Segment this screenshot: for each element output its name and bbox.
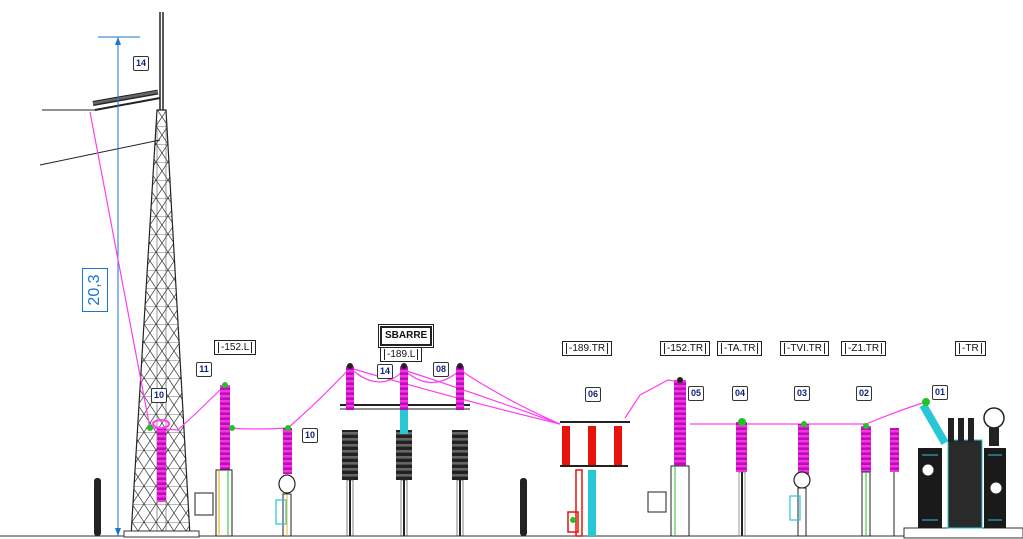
height-dimension-label: 20,3	[82, 268, 108, 312]
equipment-tag: -152.L	[214, 340, 257, 355]
bay-number: 02	[856, 386, 872, 401]
equipment-tag: -189.L	[380, 347, 423, 362]
bay-number: 05	[688, 386, 704, 401]
bay-number: 10	[151, 388, 167, 403]
line-current-transformer	[275, 425, 296, 537]
line-surge-arrester	[147, 419, 170, 502]
bay-number: 03	[794, 386, 810, 401]
lightning-rod-post	[520, 478, 527, 536]
busbar-label: SBARRE	[377, 324, 435, 348]
lightning-rod-post	[94, 478, 101, 536]
equipment-tag: -189.TR	[562, 341, 613, 356]
bay-number: 14	[133, 56, 149, 71]
transformer-disconnector	[560, 421, 630, 537]
transformer-current-transformer	[736, 418, 747, 537]
bay-number: 14	[377, 364, 393, 379]
bay-number: 06	[585, 387, 601, 402]
conductors	[89, 111, 927, 431]
busbar-gantry	[340, 363, 470, 537]
bay-number: 11	[196, 362, 212, 377]
power-transformer	[903, 398, 1023, 539]
voltage-transformer	[789, 421, 811, 537]
line-tower	[39, 12, 200, 538]
height-dimension	[98, 36, 140, 536]
bay-number: 10	[302, 428, 318, 443]
transformer-surge-arrester	[861, 423, 899, 537]
line-disconnector	[194, 382, 235, 537]
equipment-tag: -TA.TR	[717, 341, 763, 356]
equipment-tag: -Z1.TR	[841, 341, 887, 356]
bay-number: 01	[932, 385, 948, 400]
equipment-tag: -TVI.TR	[780, 341, 829, 356]
bay-number: 04	[732, 386, 748, 401]
transformer-circuit-breaker	[647, 377, 690, 537]
equipment-tag: -TR	[955, 341, 986, 356]
equipment-tag: -152.TR	[660, 341, 711, 356]
bay-number: 08	[433, 362, 449, 377]
